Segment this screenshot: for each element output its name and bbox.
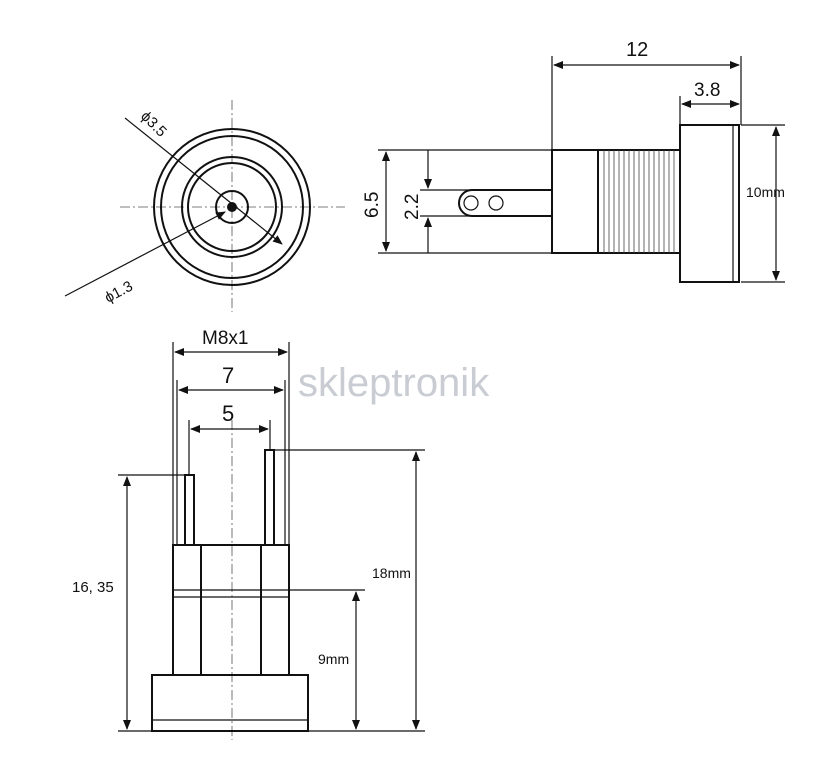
- bottom-total-height-label: 18mm: [372, 565, 411, 581]
- front-view: ϕ3.5 ϕ1.3: [64, 100, 345, 312]
- bottom-pin-height-label: 16, 35: [72, 579, 114, 596]
- bottom-pin-spacing-label: 5: [222, 401, 234, 426]
- bottom-body-width-label: 7: [222, 363, 234, 388]
- front-pin-diameter-label: ϕ1.3: [102, 278, 136, 307]
- side-height-label: 6.5: [362, 192, 383, 218]
- front-outer-diameter-label: ϕ3.5: [137, 108, 170, 141]
- side-view: 12 3.8 6.5 2.2 10mm: [362, 39, 785, 283]
- side-flange-label: 3.8: [694, 80, 720, 101]
- bottom-thread-height-label: 9mm: [318, 651, 349, 667]
- side-pin-height-label: 2.2: [402, 194, 423, 220]
- watermark: skleptronik: [298, 361, 490, 405]
- side-flange-diameter-label: 10mm: [746, 184, 785, 200]
- bottom-thread-label: M8x1: [202, 328, 248, 349]
- bottom-view: M8x1 7 5 18mm 16, 35 9mm: [72, 328, 425, 740]
- side-length-label: 12: [626, 39, 648, 61]
